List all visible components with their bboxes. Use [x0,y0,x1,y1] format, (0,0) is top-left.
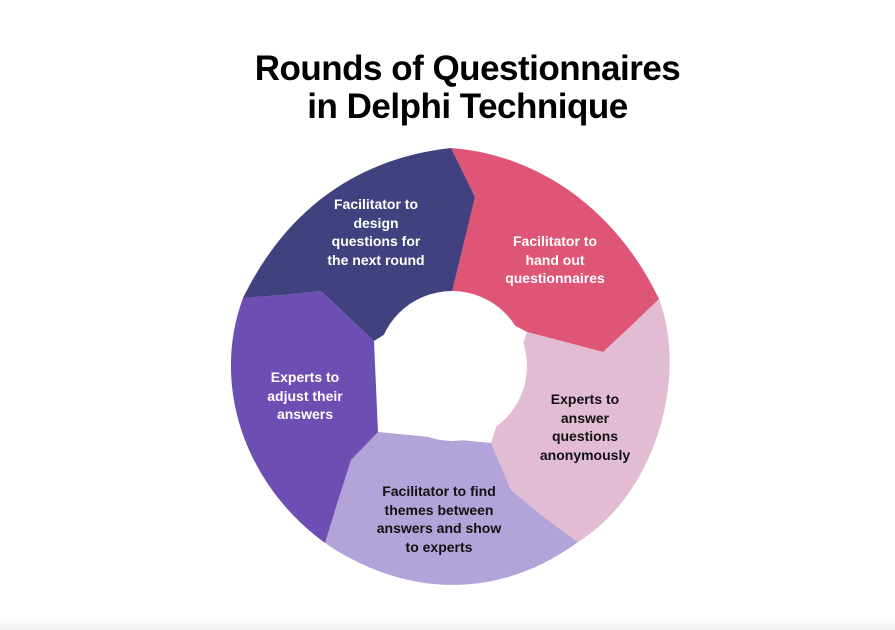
label-themes-line-1: Facilitator to find [382,483,496,499]
label-design-line-3: questions for [331,233,421,249]
label-themes-line-2: themes between [384,501,494,518]
label-design: Facilitator to design questions for the … [316,195,436,269]
label-hand-out: Facilitator to hand out questionnaires [495,232,615,288]
diagram-title: Rounds of Questionnaires in Delphi Techn… [0,50,895,126]
label-answer-line-4: anonymously [539,446,631,463]
segment-design [243,148,475,341]
label-design-line-4: the next round [327,251,425,268]
title-line-2: in Delphi Technique [307,87,628,126]
label-adjust-line-2: adjust their [267,387,343,404]
title-line-1: Rounds of Questionnaires [254,49,681,88]
label-adjust-line-1: Experts to [270,369,340,385]
label-design-line-2: design [353,214,399,231]
segment-hand-out [451,148,659,352]
label-hand-out-line-2: hand out [525,251,585,268]
segment-answer [491,299,670,542]
center-hole [377,291,527,441]
label-answer: Experts to answer questions anonymously [517,390,653,464]
label-hand-out-line-3: questionnaires [505,270,605,286]
label-hand-out-line-1: Facilitator to [512,233,597,249]
segment-adjust [230,291,378,543]
label-answer-line-1: Experts to [550,391,620,407]
label-themes-line-4: to experts [405,538,473,555]
label-answer-line-3: questions [551,428,619,444]
label-themes: Facilitator to find themes between answe… [359,482,519,556]
bottom-edge-shadow [0,616,895,630]
label-themes-line-3: answers and show [376,520,502,536]
label-adjust-line-3: answers [276,406,334,422]
label-adjust: Experts to adjust their answers [255,368,355,424]
segment-themes [325,432,578,585]
label-design-line-1: Facilitator to [333,196,418,212]
label-answer-line-2: answer [560,409,610,426]
